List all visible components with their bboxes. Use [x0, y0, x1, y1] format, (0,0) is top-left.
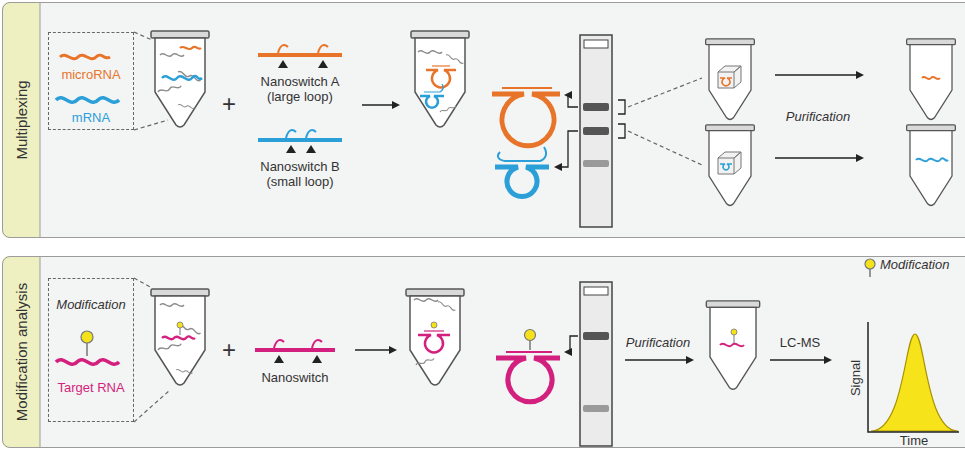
step-label: LC-MS — [780, 336, 820, 351]
plus-sign: + — [222, 90, 236, 118]
sample-box: microRNA mRNA — [48, 32, 134, 130]
panel-band: Multiplexing microRNA mRNA — [2, 2, 965, 238]
component-label: Nanoswitch A (large loop) — [250, 75, 350, 105]
axis-label: Signal — [849, 360, 864, 396]
sample-box: ModificationTarget RNA — [48, 278, 134, 422]
legend-label: Modification — [880, 258, 949, 273]
panel-title: Multiplexing — [13, 80, 30, 159]
component-label: Nanoswitch B (small loop) — [250, 160, 350, 190]
step-label: Purification — [786, 110, 850, 125]
axis-label: Time — [900, 434, 928, 449]
rna-label: microRNA — [61, 68, 120, 83]
rna-label: Target RNA — [57, 381, 124, 396]
component-label: Nanoswitch — [261, 371, 328, 386]
panel-band: Modification analysis ModificationTarget … — [2, 256, 965, 448]
plus-sign: + — [222, 336, 236, 364]
rna-label: mRNA — [72, 111, 110, 126]
step-label: Purification — [626, 336, 690, 351]
panel-title: Modification analysis — [13, 283, 30, 421]
modification-label: Modification — [56, 298, 125, 313]
